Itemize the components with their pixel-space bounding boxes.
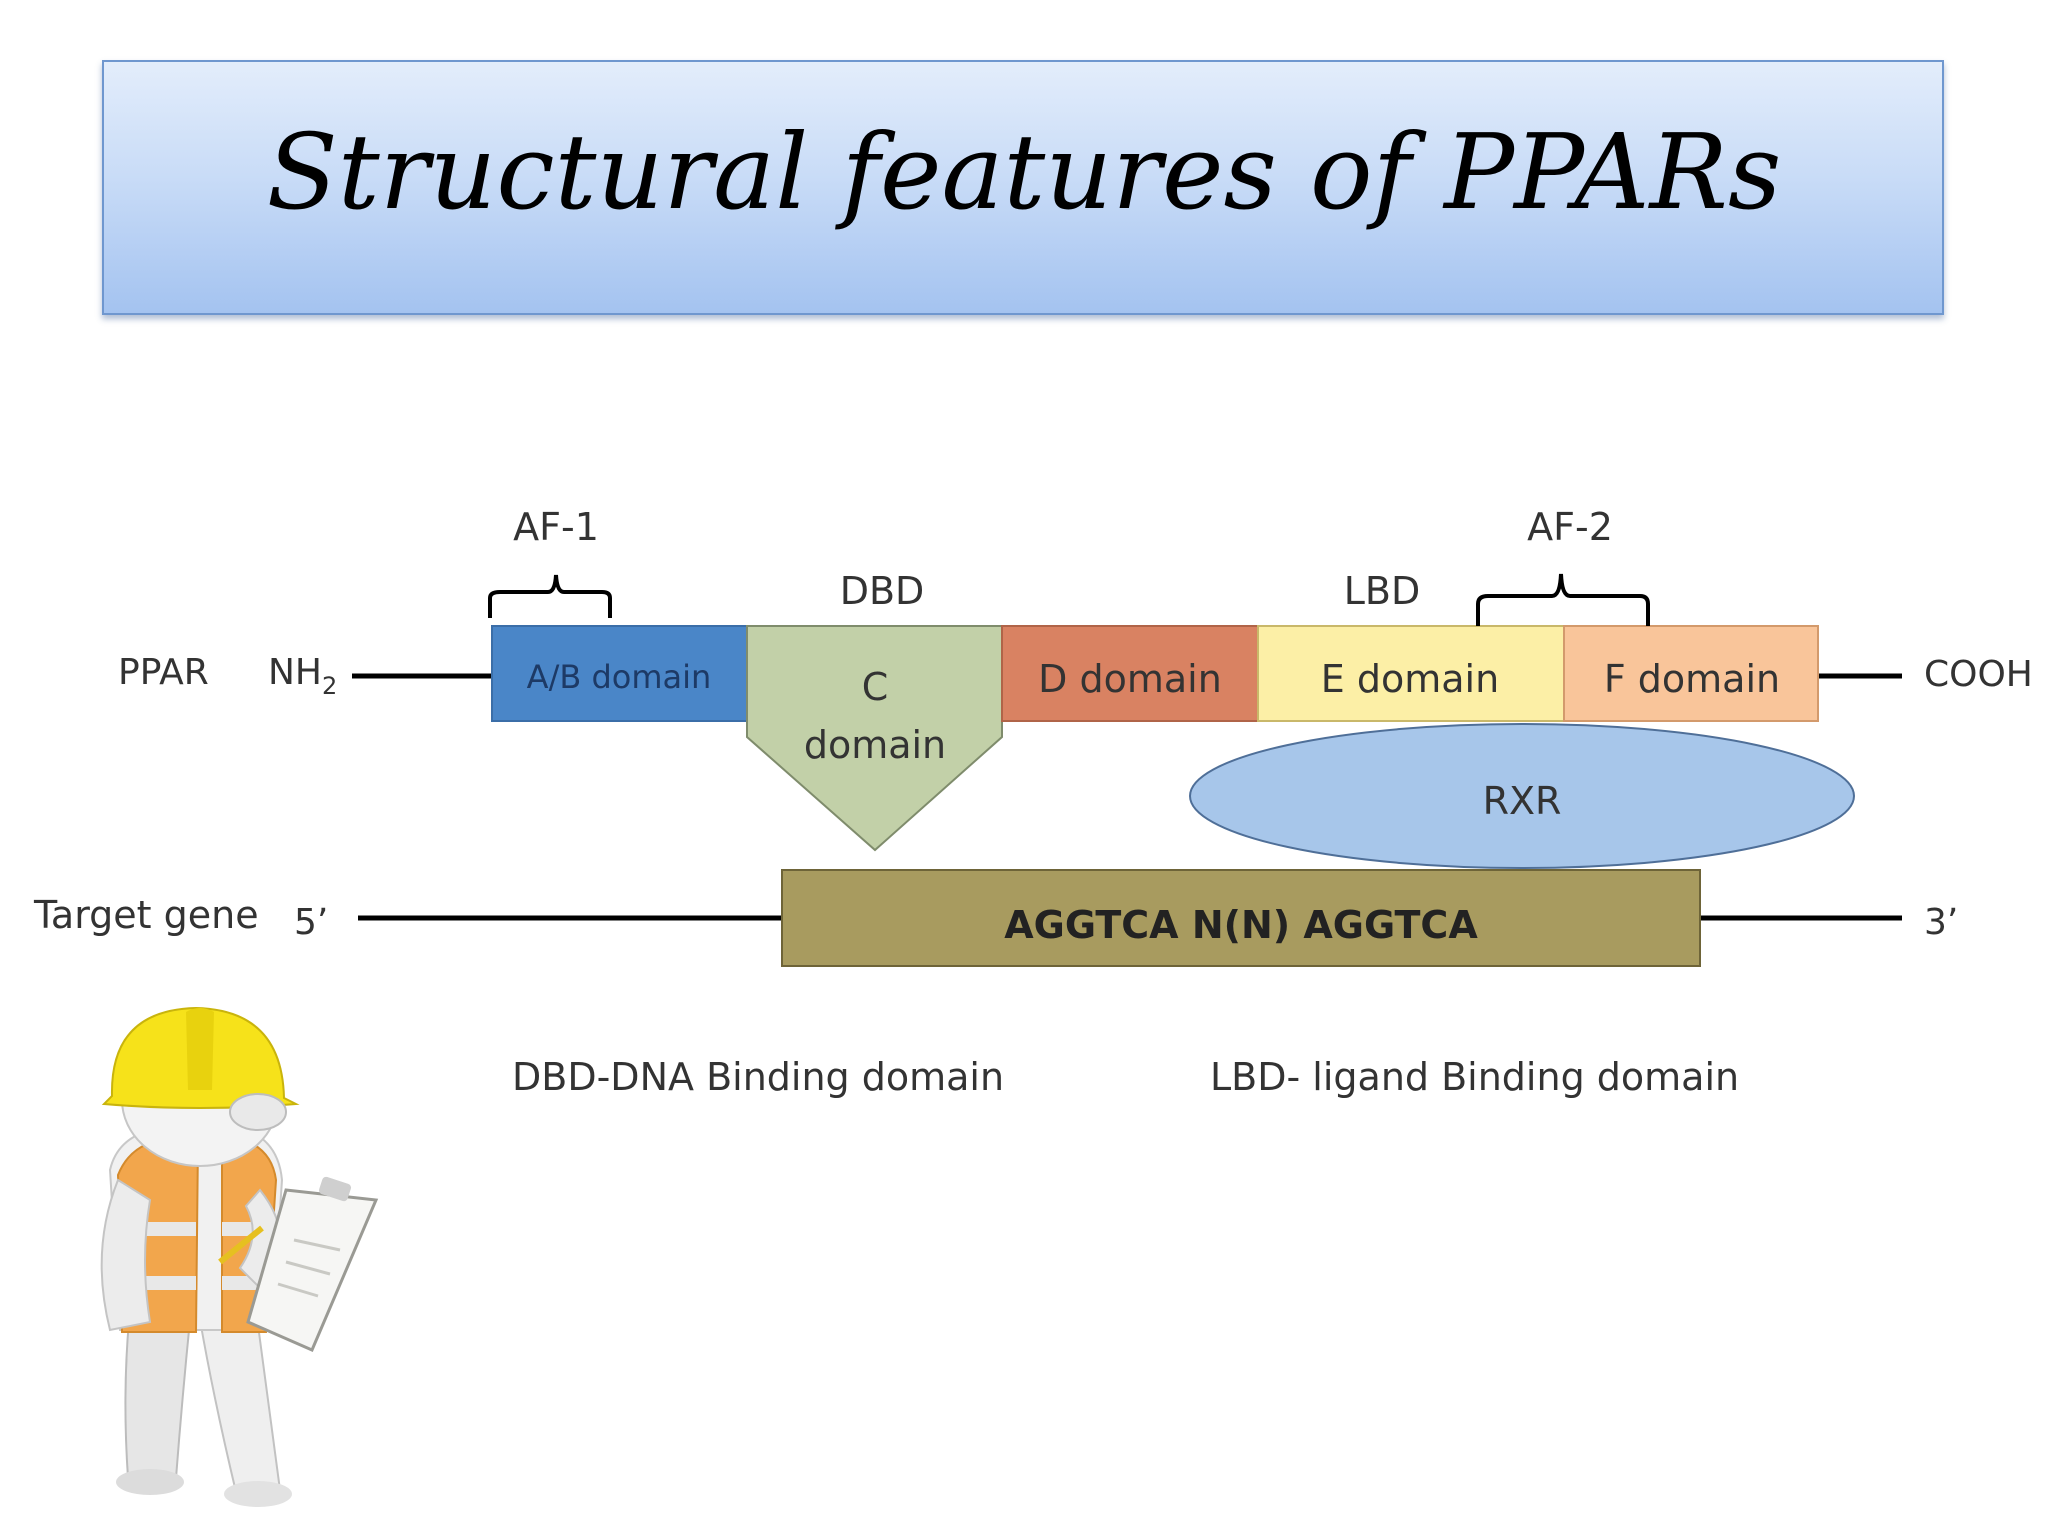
five-prime-label: 5’ <box>294 902 328 943</box>
ab-domain-box <box>491 625 748 722</box>
f-domain-box <box>1563 625 1819 722</box>
target-gene-label: Target gene <box>33 893 259 937</box>
dbd-label: DBD <box>840 569 925 613</box>
af1-label: AF-1 <box>513 505 599 549</box>
response-element-box <box>781 869 1701 967</box>
f-domain-label: F domain <box>1604 657 1780 701</box>
n-terminus-label: NH2 <box>268 652 337 700</box>
response-element-sequence: AGGTCA N(N) AGGTCA <box>1004 903 1478 947</box>
lbd-definition: LBD- ligand Binding domain <box>1210 1055 1739 1099</box>
af2-label: AF-2 <box>1527 505 1613 549</box>
af1-bracket <box>488 574 612 618</box>
rxr-label: RXR <box>1483 779 1562 823</box>
dbd-definition: DBD-DNA Binding domain <box>512 1055 1004 1099</box>
d-domain-box <box>1001 625 1259 722</box>
n-terminus-subscript: 2 <box>322 672 337 700</box>
rxr-ellipse <box>1189 723 1855 869</box>
c-domain-shape <box>746 625 1003 852</box>
c-terminus-label: COOH <box>1924 654 2033 695</box>
e-domain-box <box>1257 625 1565 722</box>
c-domain-label-line1: C <box>862 665 889 709</box>
e-domain-label: E domain <box>1321 657 1499 701</box>
ppar-label: PPAR <box>118 652 209 693</box>
d-domain-label: D domain <box>1038 657 1222 701</box>
lbd-label: LBD <box>1344 569 1421 613</box>
c-domain-label-line2: domain <box>804 723 946 767</box>
three-prime-label: 3’ <box>1924 902 1958 943</box>
slide-title: Structural features of PPARs <box>266 111 1782 233</box>
af2-bracket <box>1476 573 1650 626</box>
construction-worker-illustration <box>100 1006 379 1507</box>
ab-domain-label: A/B domain <box>527 658 712 696</box>
n-terminus-text: NH <box>268 652 322 693</box>
title-banner <box>102 60 1944 315</box>
